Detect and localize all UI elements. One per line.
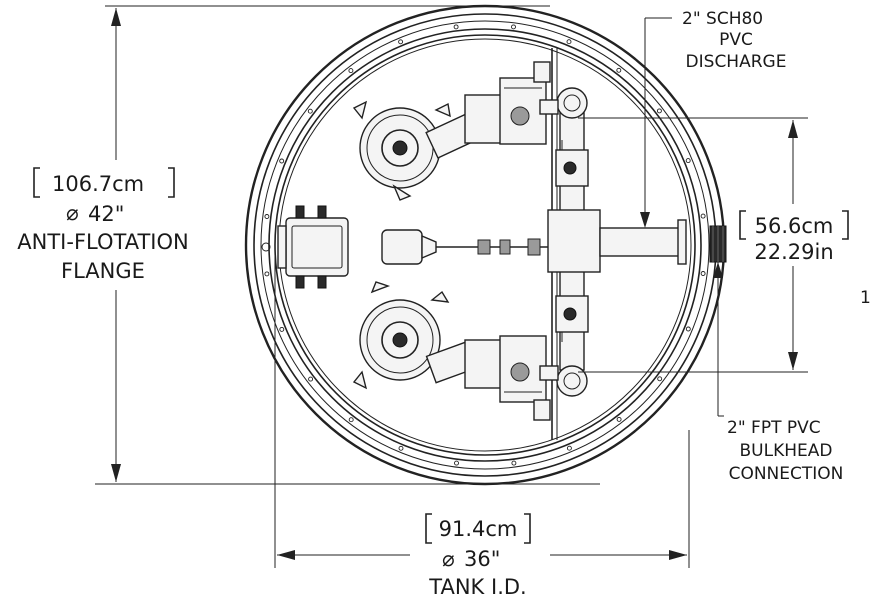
pump-upper xyxy=(352,61,559,201)
discharge-piping xyxy=(547,87,687,397)
flange-bolt-holes xyxy=(264,24,706,466)
bolt-hole xyxy=(398,445,404,451)
bolt-hole xyxy=(307,108,313,114)
bolt-hole xyxy=(657,376,663,382)
float-switch xyxy=(381,229,548,265)
junction-box xyxy=(261,205,349,289)
bolt-hole xyxy=(348,68,354,74)
tank-id-dimension xyxy=(274,250,690,568)
bolt-hole xyxy=(616,416,622,422)
bolt-hole xyxy=(511,460,517,466)
tank-name-text: TANK I.D. xyxy=(428,575,526,599)
bulkhead-line2: BULKHEAD xyxy=(740,441,833,461)
bolt-hole xyxy=(566,445,572,451)
tank-id-label: 91.4cm ⌀ 36" TANK I.D. xyxy=(425,513,531,599)
spacing-imperial-text: 22.29in xyxy=(754,240,833,264)
discharge-line2: PVC xyxy=(719,30,753,50)
flange-diameter-text: 42" xyxy=(88,202,124,226)
bolt-hole xyxy=(685,158,691,164)
bolt-hole xyxy=(656,108,662,114)
bolt-hole xyxy=(308,376,314,382)
bolt-hole xyxy=(348,417,354,423)
bolt-hole xyxy=(685,326,691,332)
bolt-hole xyxy=(700,213,706,219)
bulkhead-line1: 2" FPT PVC xyxy=(727,418,821,438)
bolt-hole xyxy=(398,39,404,45)
bolt-hole xyxy=(616,67,622,73)
bulkhead-fitting xyxy=(709,225,727,263)
discharge-line3: DISCHARGE xyxy=(686,52,787,72)
flange-metric-text: 106.7cm xyxy=(52,172,144,196)
tank-diameter-symbol: ⌀ xyxy=(442,547,455,571)
edge-mark-text: 1 xyxy=(860,288,870,308)
bolt-hole xyxy=(279,326,285,332)
bolt-hole xyxy=(279,158,285,164)
bolt-hole xyxy=(566,39,572,45)
flange-diameter-symbol: ⌀ xyxy=(66,201,79,225)
bolt-hole xyxy=(453,24,459,30)
discharge-leader: 2" SCH80 PVC DISCHARGE xyxy=(640,9,786,228)
pump-spacing-dimension: 56.6cm 22.29in xyxy=(578,117,849,373)
pump-lower xyxy=(352,281,559,421)
bulkhead-leader: 2" FPT PVC BULKHEAD CONNECTION xyxy=(713,262,843,484)
bolt-hole xyxy=(700,271,706,276)
discharge-line1: 2" SCH80 xyxy=(682,9,763,29)
spacing-metric-text: 56.6cm xyxy=(755,214,834,238)
tank-metric-text: 91.4cm xyxy=(439,517,518,541)
flange-name-line1: ANTI-FLOTATION xyxy=(17,230,188,254)
flange-name-line2: FLANGE xyxy=(61,259,145,283)
bolt-hole xyxy=(511,24,516,30)
bulkhead-line3: CONNECTION xyxy=(729,464,844,484)
bolt-hole xyxy=(454,460,459,466)
bolt-hole xyxy=(264,214,270,219)
tank-diameter-text: 36" xyxy=(464,547,500,571)
flange-dimension-label: 106.7cm ⌀ 42" ANTI-FLOTATION FLANGE xyxy=(17,167,189,283)
bolt-hole xyxy=(264,271,270,277)
